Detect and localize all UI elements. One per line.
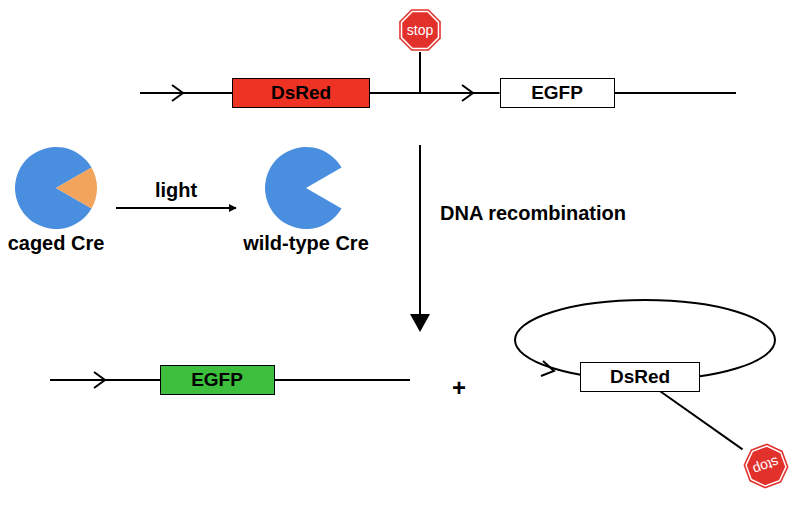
dna-strand <box>140 92 233 94</box>
gene-name: DsRed <box>271 82 331 104</box>
gene-box: EGFP <box>500 78 615 108</box>
connector <box>370 92 500 94</box>
gene-name: EGFP <box>191 369 243 391</box>
dna-strand <box>274 379 410 381</box>
edge-label: light <box>152 179 200 202</box>
gene-name: EGFP <box>531 82 583 104</box>
enzyme-shape <box>240 146 372 232</box>
wild-type-cre: wild-type Cre <box>240 146 372 258</box>
enzyme-label: caged Cre <box>0 232 112 255</box>
stop-post <box>419 52 421 93</box>
dna-strand <box>614 92 736 94</box>
loxp-site <box>541 361 554 376</box>
stop-sign: stop <box>397 7 443 53</box>
loxp-site <box>172 85 183 101</box>
enzyme-label: wild-type Cre <box>240 232 372 255</box>
caged-cre: caged Cre <box>0 146 112 258</box>
annotation: DNA recombination <box>440 202 626 225</box>
gene-name: DsRed <box>610 366 670 388</box>
enzyme-shape <box>0 146 112 232</box>
stop-label: stop <box>407 22 433 38</box>
gene-box: DsRed <box>580 362 700 392</box>
connector <box>116 207 236 209</box>
gene-box: EGFP <box>160 365 275 395</box>
stop-sign: stop <box>737 437 796 496</box>
loxp-site <box>94 372 105 388</box>
connector <box>653 386 743 449</box>
annotation: + <box>452 374 466 402</box>
gene-box: DsRed <box>232 78 370 108</box>
arrow-head <box>410 314 430 332</box>
recombination-arrow <box>419 145 421 316</box>
